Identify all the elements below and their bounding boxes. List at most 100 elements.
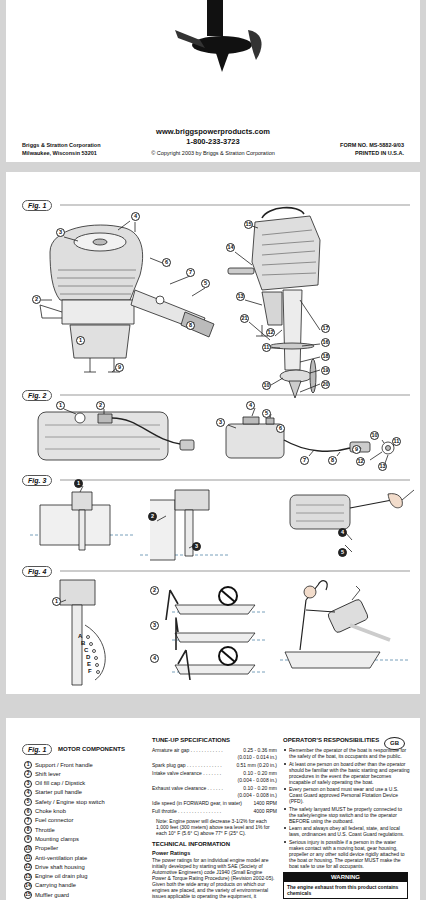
component-name: Muffler guard xyxy=(35,892,69,899)
language-badge: GB xyxy=(384,737,405,750)
section-heading: TECHNICAL INFORMATION xyxy=(152,841,230,848)
component-name: Shift lever xyxy=(35,771,61,778)
callout-number: 3 xyxy=(216,418,225,427)
tag-text: Fig. 1 xyxy=(28,745,46,754)
body-text: Every person on board must wear and use … xyxy=(289,786,410,804)
bullet-dot xyxy=(284,808,286,810)
component-name: Oil fill cap / Dipstick xyxy=(35,780,85,787)
callout-number: 5 xyxy=(201,279,210,288)
body-text: Learn and always obey all federal, state… xyxy=(289,825,410,837)
list-number: 2 xyxy=(24,770,32,778)
warning-box: WARNINGThe engine exhaust from this prod… xyxy=(283,872,408,899)
position-letter: B xyxy=(81,640,85,647)
callout-number: 8 xyxy=(328,456,337,465)
tag-text: Fig. 2 xyxy=(28,391,46,400)
spec-label: Armature air gap . . . . . . . . . . . . xyxy=(152,748,223,754)
list-number: 15 xyxy=(24,891,32,899)
body-text: The power ratings for an individual engi… xyxy=(152,857,277,899)
address-text: Briggs & Stratton Corporation xyxy=(22,142,101,148)
callout-number: 5 xyxy=(338,548,347,557)
list-number: 6 xyxy=(24,808,32,816)
section-heading: OPERATOR'S RESPONSIBILITIES xyxy=(283,737,379,744)
list-number: 7 xyxy=(24,817,32,825)
copyright-text: © Copyright 2003 by Briggs & Stratton Co… xyxy=(151,150,275,156)
callout-number: 17 xyxy=(321,324,330,333)
callout-number: 15 xyxy=(244,220,253,229)
callout-number: 1 xyxy=(52,597,61,606)
callout-number: 7 xyxy=(186,268,195,277)
tag-text: Fig. 4 xyxy=(28,567,46,576)
figure-tag: Fig. 4 xyxy=(22,566,52,577)
body-text: At least one person on board other than … xyxy=(289,761,410,785)
list-number: 1 xyxy=(24,761,32,769)
callout-number: 1 xyxy=(56,401,65,410)
tag-text: Fig. 1 xyxy=(28,201,46,210)
callout-number: 10 xyxy=(262,381,271,390)
component-name: Anti-ventilation plate xyxy=(35,855,87,862)
bullet-dot xyxy=(284,827,286,829)
callout-number: 10 xyxy=(370,431,379,440)
component-name: Propeller xyxy=(35,845,58,852)
callout-number: 20 xyxy=(321,380,330,389)
position-letter: E xyxy=(87,661,91,668)
tag-text: Fig. 3 xyxy=(28,476,46,485)
component-name: Engine oil drain plug xyxy=(35,873,88,880)
callout-number: 18 xyxy=(321,352,330,361)
callout-number: 11 xyxy=(262,343,271,352)
list-number: 12 xyxy=(24,863,32,871)
list-number: 11 xyxy=(24,854,32,862)
callout-number: 3 xyxy=(150,621,159,630)
callout-number: 4 xyxy=(150,654,159,663)
callout-number: 1 xyxy=(76,336,85,345)
list-number: 4 xyxy=(24,789,32,797)
body-text: Serious injury is possible if a person i… xyxy=(289,839,410,869)
component-name: Choke knob xyxy=(35,808,66,815)
address-text: Milwaukee, Wisconsin 53201 xyxy=(22,150,97,156)
callout-number: 12 xyxy=(356,457,365,466)
bullet-dot xyxy=(284,841,286,843)
figure-tag: Fig. 1 xyxy=(22,200,52,211)
figure-tag: Fig. 2 xyxy=(22,390,52,401)
figure-tag: Fig. 3 xyxy=(22,475,52,486)
list-number: 5 xyxy=(24,798,32,806)
callout-number: 6 xyxy=(276,424,285,433)
callout-number: 2 xyxy=(96,401,105,410)
tag-text: GB xyxy=(385,738,404,749)
component-name: Mounting clamps xyxy=(35,836,79,843)
callout-number: 4 xyxy=(338,528,347,537)
body-text: The safety lanyard MUST be properly conn… xyxy=(289,806,410,824)
spec-value: 1400 RPM xyxy=(253,801,277,807)
section-heading: MOTOR COMPONENTS xyxy=(58,746,125,753)
callout-number: 9 xyxy=(115,363,124,372)
spec-label: Idle speed (in FORWARD gear, in water) xyxy=(152,801,242,807)
list-number: 10 xyxy=(24,845,32,853)
subheading: Power Ratings xyxy=(152,850,190,856)
spec-value: (0.010 - 0.014 in.) xyxy=(238,755,277,761)
callout-number: 12 xyxy=(266,328,275,337)
component-name: Carrying handle xyxy=(35,882,76,889)
spec-value: 0.10 - 0.20 mm xyxy=(243,786,277,792)
callout-number: 6 xyxy=(162,258,171,267)
list-number: 9 xyxy=(24,835,32,843)
callout-number: 7 xyxy=(300,456,309,465)
callout-number: 21 xyxy=(240,314,249,323)
component-name: Starter pull handle xyxy=(35,789,82,796)
spec-label: Spark plug gap . . . . . . . . . . . . . xyxy=(152,763,222,769)
callout-number: 13 xyxy=(378,462,387,471)
list-number: 3 xyxy=(24,780,32,788)
callout-number: 14 xyxy=(226,243,235,252)
position-letter: F xyxy=(88,668,92,675)
callout-number: 13 xyxy=(236,292,245,301)
spec-value: (0.004 - 0.008 in.) xyxy=(238,778,277,784)
component-name: Fuel connector xyxy=(35,817,73,824)
callout-number: 11 xyxy=(392,437,401,446)
spec-label: Intake valve clearance . . . . . . . xyxy=(152,771,221,777)
warning-text: The engine exhaust from this product con… xyxy=(284,882,407,898)
callout-number: 2 xyxy=(32,295,41,304)
callout-number: 3 xyxy=(192,542,201,551)
spec-value: 0.51 mm (0.20 in.) xyxy=(236,763,277,769)
position-letter: C xyxy=(84,647,88,654)
bullet-dot xyxy=(284,788,286,790)
spec-value: 0.10 - 0.20 mm xyxy=(243,771,277,777)
